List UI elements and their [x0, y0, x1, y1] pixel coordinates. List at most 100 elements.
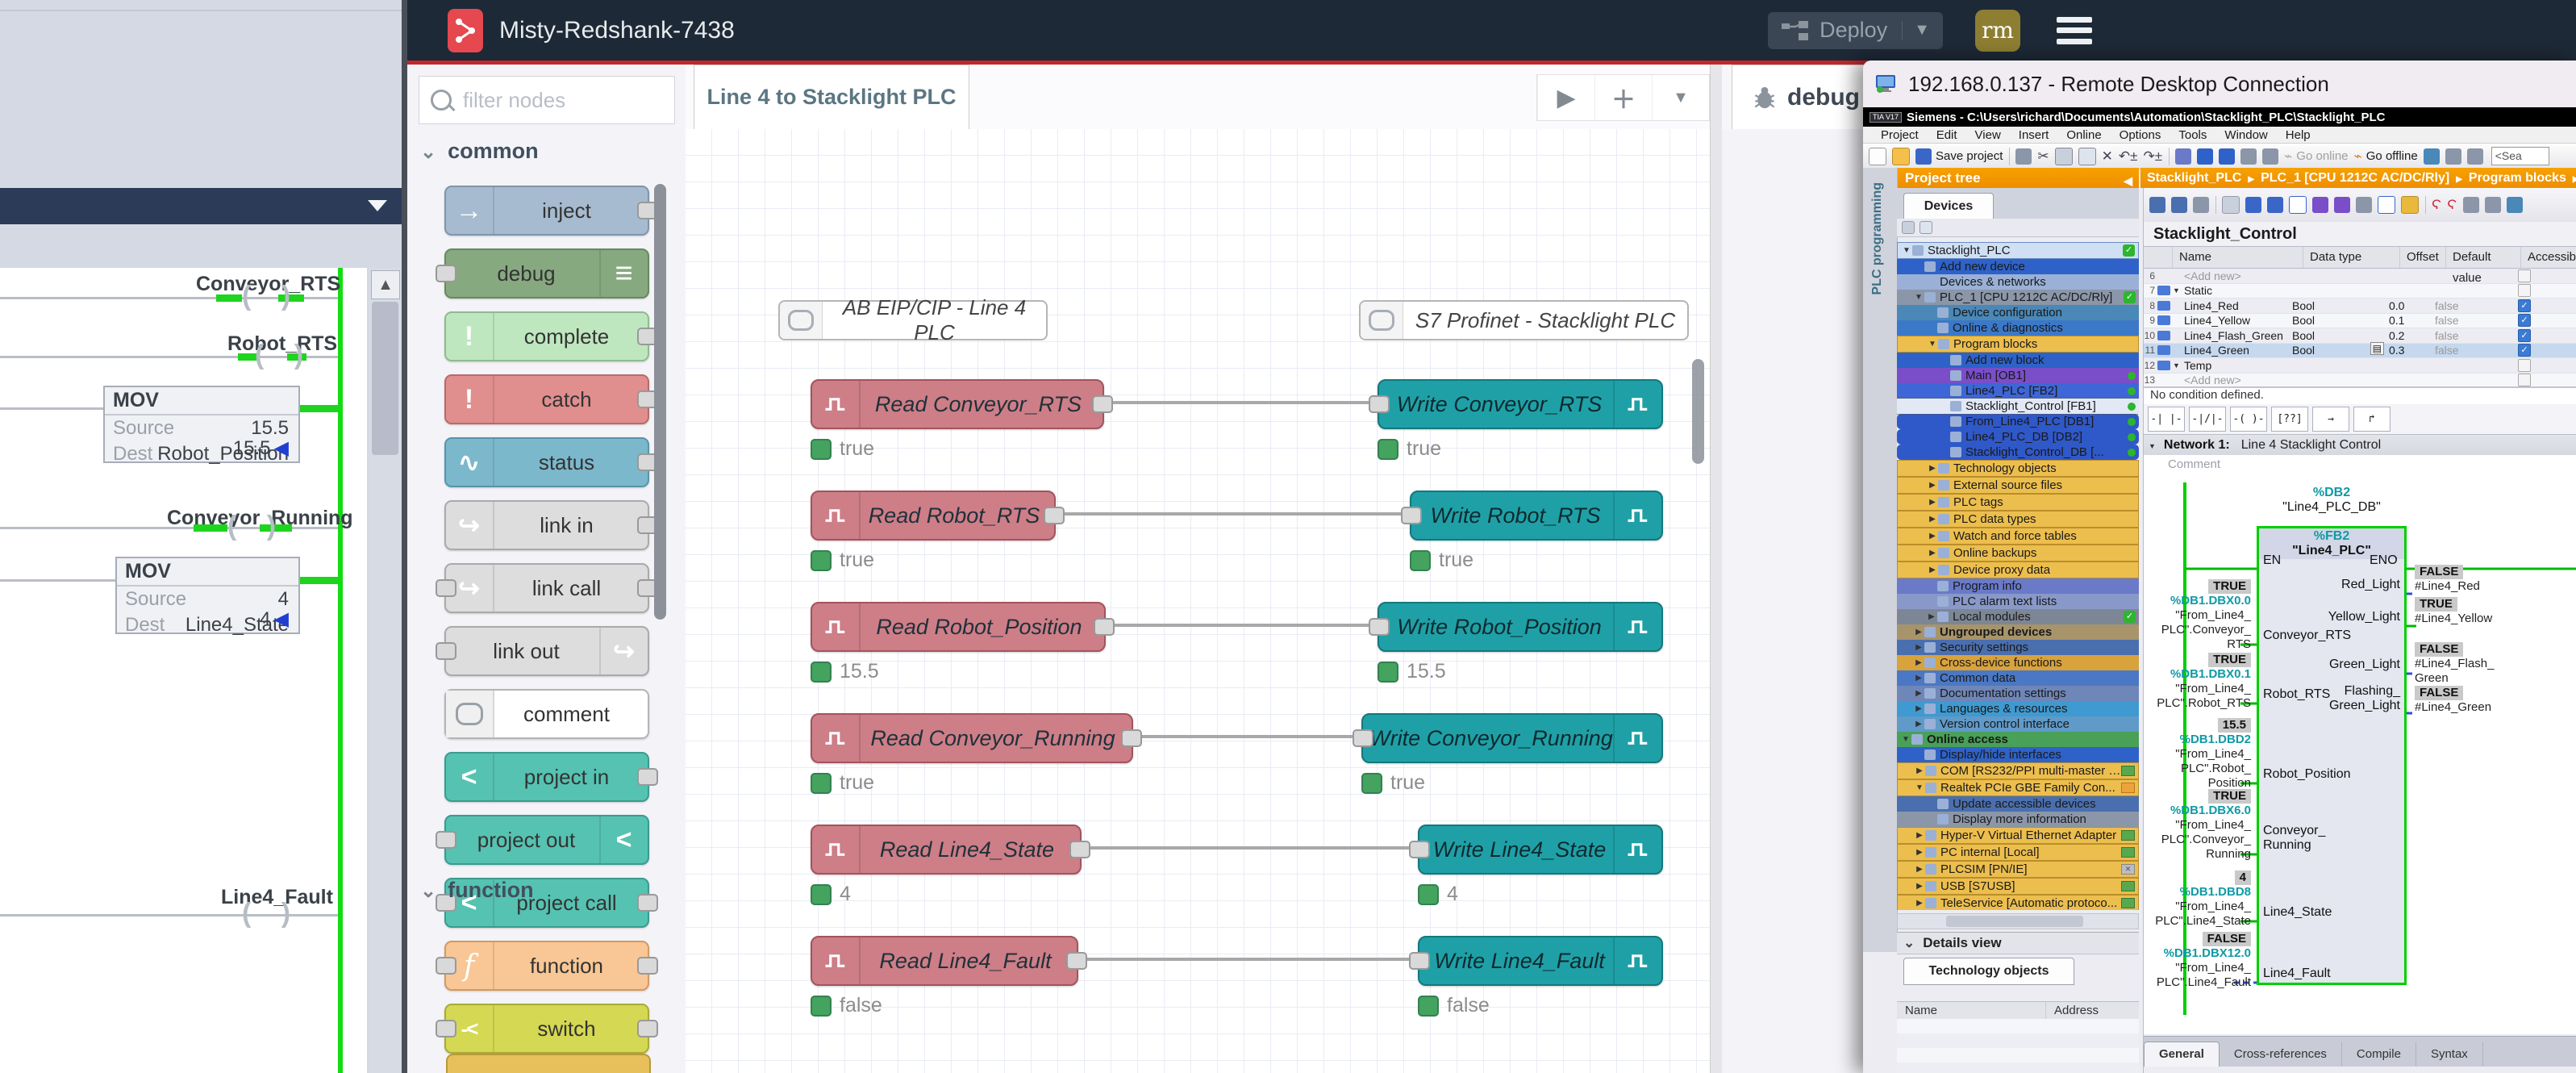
palette-node[interactable]: function	[444, 941, 649, 991]
vertical-scrollbar[interactable]	[369, 268, 402, 1073]
write-node[interactable]: Write Line4_Fault	[1418, 936, 1663, 986]
input-pin[interactable]: Robot_Position	[2263, 767, 2351, 782]
tree-item[interactable]: From_Line4_PLC [DB1]	[1897, 414, 2139, 429]
expander-icon[interactable]	[2173, 361, 2184, 369]
tree-horizontal-scrollbar[interactable]	[1897, 913, 2139, 929]
collapse-network-icon[interactable]	[2144, 438, 2164, 453]
flow-list-caret[interactable]	[1652, 75, 1709, 120]
tree-item[interactable]: Common data	[1897, 670, 2139, 686]
network-comment[interactable]: Comment	[2144, 455, 2576, 475]
scroll-up-icon[interactable]	[371, 270, 400, 299]
output-coil-icon[interactable]: ( )	[255, 340, 315, 371]
keep-values-icon[interactable]	[2193, 197, 2209, 213]
scrollbar-thumb[interactable]	[372, 302, 398, 455]
load-snapshot-icon[interactable]	[2334, 197, 2350, 213]
new-project-icon[interactable]	[1869, 148, 1886, 165]
stop-cpu-icon[interactable]	[2262, 148, 2278, 165]
mov-instruction[interactable]: MOV Source4 DestLine4_State 4	[115, 557, 300, 634]
input-pin[interactable]: Robot_RTS	[2263, 687, 2330, 702]
input-operand[interactable]: TRUE %DB1.DBX0.0 "From_Line4_ PLC".Conve…	[2144, 579, 2251, 652]
network-header[interactable]: Network 1: Line 4 Stacklight Control	[2144, 434, 2576, 456]
palette-node[interactable]: project out	[444, 815, 649, 865]
palette-section-function[interactable]: function	[407, 878, 686, 910]
no-contact-icon[interactable]	[2148, 407, 2185, 432]
output-operand[interactable]: FALSE #Line4_Flash_ Green	[2415, 642, 2494, 686]
input-pin[interactable]: Conveyor_RTS	[2263, 628, 2351, 643]
call-env-icon[interactable]	[2463, 197, 2479, 213]
column-name[interactable]: Name	[2173, 247, 2303, 268]
output-port[interactable]	[1094, 618, 1115, 636]
write-node[interactable]: Write Robot_RTS	[1410, 491, 1663, 541]
accessible-checkbox[interactable]	[2518, 269, 2531, 282]
menu-item[interactable]: View	[1975, 128, 2001, 142]
mov-instruction[interactable]: MOV Source15.5 DestRobot_Position 15.5	[103, 386, 300, 463]
insert-row-icon[interactable]	[2149, 197, 2165, 213]
breadcrumb-item[interactable]: Stacklight_Co	[2573, 171, 2576, 186]
column-data-type[interactable]: Data type	[2303, 247, 2400, 268]
comments-toggle-icon[interactable]	[2289, 196, 2307, 214]
palette-search[interactable]	[419, 76, 675, 124]
palette-node[interactable]: switch	[444, 1004, 649, 1054]
tree-item[interactable]: Online & diagnostics	[1897, 320, 2139, 336]
palette-node[interactable]: complete	[444, 311, 649, 361]
tree-item[interactable]: Security settings	[1897, 640, 2139, 655]
bottom-tab[interactable]: Cross-references	[2220, 1042, 2342, 1067]
column-name[interactable]: Name	[1897, 1002, 2046, 1020]
tree-item[interactable]: Hyper-V Virtual Ethernet Adapter	[1897, 827, 2139, 844]
diagnostics-icon[interactable]	[2424, 148, 2440, 165]
tree-item[interactable]: Devices & networks	[1897, 274, 2139, 290]
ladder-editor[interactable]: Conveyor_RTS ( ) Robot_RTS ( ) MOV Sourc…	[0, 268, 367, 1073]
details-view-header[interactable]: Details view	[1897, 932, 2139, 954]
table-row[interactable]: 6 <Add new>	[2144, 269, 2576, 284]
input-operand[interactable]: TRUE %DB1.DBX0.1 "From_Line4_ PLC".Robot…	[2144, 653, 2251, 711]
reset-start-icon[interactable]	[2356, 197, 2372, 213]
accessible-checkbox[interactable]	[2518, 284, 2531, 297]
input-port[interactable]	[1353, 729, 1373, 747]
chevron-down-icon[interactable]	[368, 200, 387, 211]
palette-node[interactable]: link call	[444, 563, 649, 613]
expander-icon[interactable]	[1914, 865, 1925, 874]
read-node[interactable]: Read Line4_Fault	[811, 936, 1078, 986]
column-offset[interactable]: Offset	[2400, 247, 2446, 268]
accessible-checkbox[interactable]	[2518, 344, 2531, 357]
expander-icon[interactable]	[1901, 246, 1912, 255]
compile-icon[interactable]	[2175, 148, 2191, 165]
delete-row-icon[interactable]	[2171, 197, 2187, 213]
save-project-icon[interactable]	[1915, 148, 1932, 165]
accessible-checkbox[interactable]	[2518, 374, 2531, 386]
monitor-toggle-icon[interactable]	[2401, 196, 2419, 214]
close-branch-icon[interactable]	[2353, 407, 2391, 432]
table-row[interactable]: 11 Line4_Green Bool 0.3 false	[2144, 344, 2576, 359]
input-operand[interactable]: 4 %DB1.DBD8 "From_Line4_ PLC".Line4_Stat…	[2144, 871, 2251, 929]
accessible-checkbox[interactable]	[2518, 329, 2531, 342]
bottom-tab[interactable]: General	[2144, 1042, 2220, 1067]
expander-icon[interactable]	[1913, 643, 1924, 652]
input-pin[interactable]: Line4_Fault	[2263, 967, 2331, 981]
coil-icon[interactable]	[2230, 407, 2267, 432]
window-split2-icon[interactable]	[2467, 148, 2483, 165]
output-coil-icon[interactable]: ( )	[227, 511, 287, 542]
expander-icon[interactable]	[1913, 689, 1924, 698]
breadcrumb-item[interactable]: Program blocks	[2456, 171, 2566, 186]
palette-node[interactable]: inject	[444, 186, 649, 236]
ff-layout-icon[interactable]	[2245, 197, 2261, 213]
tree-item[interactable]: PLC tags	[1897, 494, 2139, 511]
add-flow-button[interactable]	[1594, 75, 1652, 120]
palette-node[interactable]: debug	[444, 248, 649, 299]
table-row[interactable]: 8 Line4_Red Bool 0.0 false	[2144, 299, 2576, 314]
devices-tab[interactable]: Devices	[1903, 193, 1994, 219]
palette-node[interactable]: link in	[444, 500, 649, 550]
copy-icon[interactable]	[2055, 148, 2073, 165]
table-row[interactable]: 9 Line4_Yellow Bool 0.1 false	[2144, 314, 2576, 329]
compare-icon[interactable]	[2507, 197, 2523, 213]
cut-icon[interactable]: ✂	[2037, 148, 2049, 165]
tree-item[interactable]: Line4_PLC [FB2]	[1897, 383, 2139, 399]
menu-item[interactable]: Help	[2286, 128, 2311, 142]
input-port[interactable]	[1409, 841, 1430, 858]
deploy-button[interactable]: Deploy	[1768, 12, 1943, 49]
input-port[interactable]	[1409, 952, 1430, 970]
tree-item[interactable]: PC internal [Local]	[1897, 844, 2139, 861]
tree-item[interactable]: PLC data types	[1897, 511, 2139, 528]
delete-icon[interactable]: ✕	[2102, 148, 2113, 165]
tree-item[interactable]: Realtek PCIe GBE Family Con...	[1897, 779, 2139, 796]
